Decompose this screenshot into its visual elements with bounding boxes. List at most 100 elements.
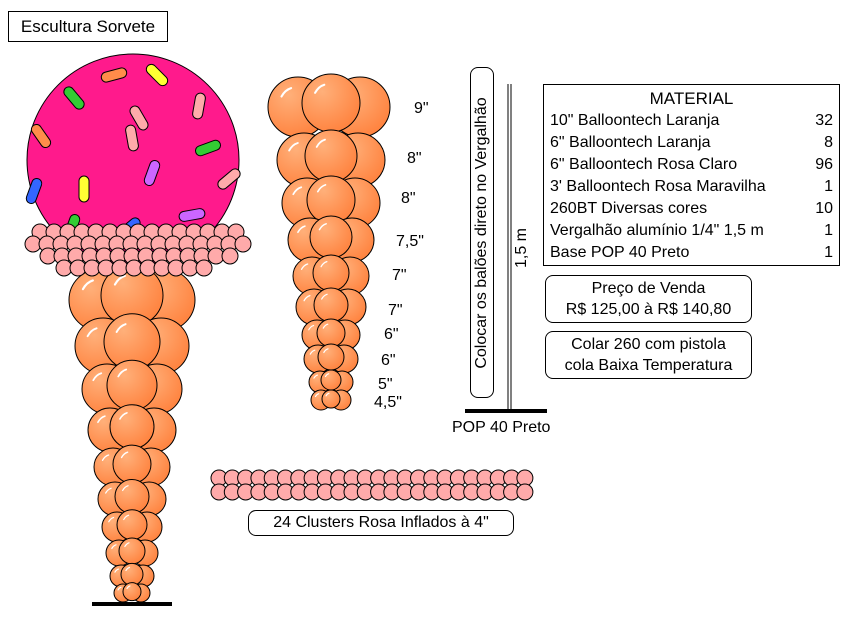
sprinkle xyxy=(125,124,139,152)
balloon-highlight xyxy=(297,225,306,234)
sprinkle xyxy=(25,177,43,205)
material-qty: 1 xyxy=(824,244,833,261)
balloon-highlight xyxy=(316,184,327,193)
balloon-highlight xyxy=(309,349,316,355)
price-box: Preço de Venda R$ 125,00 à R$ 140,80 xyxy=(545,275,752,323)
balloon-highlight xyxy=(303,295,311,302)
size-label-8a: 8" xyxy=(407,150,422,167)
size-label-9: 9" xyxy=(414,100,429,117)
cone-base xyxy=(92,602,172,606)
clusters-label: 24 Clusters Rosa Inflados à 4" xyxy=(273,514,489,531)
sprinkle xyxy=(145,63,169,87)
pink-balloon xyxy=(195,259,213,277)
size-label-7a: 7" xyxy=(392,267,407,284)
pink-balloon xyxy=(221,247,239,265)
balloon-highlight xyxy=(111,544,117,550)
material-qty: 1 xyxy=(824,178,833,195)
size-label-4-5: 4,5" xyxy=(374,394,402,411)
material-row: 10" Balloontech Laranja 32 xyxy=(550,110,833,132)
balloon-highlight xyxy=(108,516,115,523)
sprinkle xyxy=(78,175,90,203)
orange-balloon xyxy=(309,215,353,259)
rod-base xyxy=(465,409,547,413)
orange-balloon xyxy=(301,73,361,133)
sprinkle xyxy=(217,168,241,190)
sprinkle xyxy=(129,105,149,131)
balloon-highlight xyxy=(280,87,293,98)
material-row: 6" Balloontech Laranja 8 xyxy=(550,132,833,154)
balloon-highlight xyxy=(119,412,128,420)
orange-balloon xyxy=(116,509,148,541)
cluster-balloon xyxy=(516,483,534,501)
glue-note-line2: cola Baixa Temperatura xyxy=(564,357,733,374)
balloon-highlight xyxy=(322,323,329,329)
sprinkle xyxy=(63,86,85,110)
pink-balloon xyxy=(234,235,252,253)
material-qty: 1 xyxy=(824,222,833,239)
size-label-7-5: 7,5" xyxy=(396,233,424,250)
balloon-highlight xyxy=(86,327,98,338)
material-name: 6" Balloontech Laranja xyxy=(550,134,711,151)
orange-balloon xyxy=(106,359,158,411)
base-label: POP 40 Preto xyxy=(452,419,551,436)
material-name: 10" Balloontech Laranja xyxy=(550,112,720,129)
material-name: 6" Balloontech Rosa Claro xyxy=(550,156,738,173)
material-name: Base POP 40 Preto xyxy=(550,244,690,261)
balloon-highlight xyxy=(292,186,303,196)
material-qty: 32 xyxy=(815,112,833,129)
material-row: 6" Balloontech Rosa Claro 96 xyxy=(550,154,833,176)
orange-balloon xyxy=(312,254,350,292)
orange-balloon xyxy=(109,404,155,450)
balloon-highlight xyxy=(120,451,129,459)
glue-note-line1: Colar 260 com pistola xyxy=(571,336,726,353)
balloon-highlight xyxy=(300,263,309,271)
balloon-highlight xyxy=(288,142,299,152)
orange-balloon xyxy=(320,369,342,391)
orange-balloon xyxy=(122,582,142,602)
size-label-6b: 6" xyxy=(381,352,396,369)
orange-balloon xyxy=(112,444,152,484)
balloon-highlight xyxy=(314,83,326,94)
size-label-6a: 6" xyxy=(384,326,399,343)
balloon-highlight xyxy=(122,485,129,492)
rod-note-box xyxy=(470,67,494,398)
balloon-highlight xyxy=(117,368,128,378)
material-name: 3' Balloontech Rosa Maravilha xyxy=(550,178,766,195)
balloon-highlight xyxy=(97,415,106,424)
balloon-highlight xyxy=(105,487,112,494)
balloon-highlight xyxy=(325,392,330,397)
sprinkle xyxy=(192,92,206,120)
balloon-highlight xyxy=(123,514,130,521)
title-box: Escultura Sorvete xyxy=(8,11,168,42)
balloon-highlight xyxy=(308,324,315,331)
size-label-5: 5" xyxy=(378,376,393,393)
balloon-highlight xyxy=(315,138,326,148)
material-row: Vergalhão alumínio 1/4" 1,5 m 1 xyxy=(550,220,833,242)
sprinkle xyxy=(30,123,52,149)
material-qty: 96 xyxy=(815,156,833,173)
price-label: Preço de Venda xyxy=(591,280,706,297)
material-name: Vergalhão alumínio 1/4" 1,5 m xyxy=(550,222,764,239)
balloon-highlight xyxy=(81,279,94,291)
orange-balloon xyxy=(321,389,341,409)
orange-balloon xyxy=(118,537,146,565)
balloon-highlight xyxy=(124,542,130,548)
title: Escultura Sorvete xyxy=(20,17,156,36)
balloon-highlight xyxy=(320,261,328,268)
orange-balloon xyxy=(317,343,345,371)
orange-balloon xyxy=(313,287,349,323)
material-heading: MATERIAL xyxy=(649,89,734,108)
balloon-highlight xyxy=(318,223,327,231)
balloon-highlight xyxy=(323,348,329,354)
material-row: 260BT Diversas cores 10 xyxy=(550,198,833,220)
rod-height-label: 1,5 m xyxy=(513,228,530,269)
material-name: 260BT Diversas cores xyxy=(550,200,708,217)
clusters-label-box: 24 Clusters Rosa Inflados à 4" xyxy=(248,510,514,536)
material-qty: 8 xyxy=(824,134,833,151)
balloon-highlight xyxy=(126,585,131,590)
orange-balloon xyxy=(120,562,144,586)
balloon-highlight xyxy=(101,454,110,462)
material-qty: 10 xyxy=(815,200,833,217)
orange-balloon xyxy=(316,318,346,348)
